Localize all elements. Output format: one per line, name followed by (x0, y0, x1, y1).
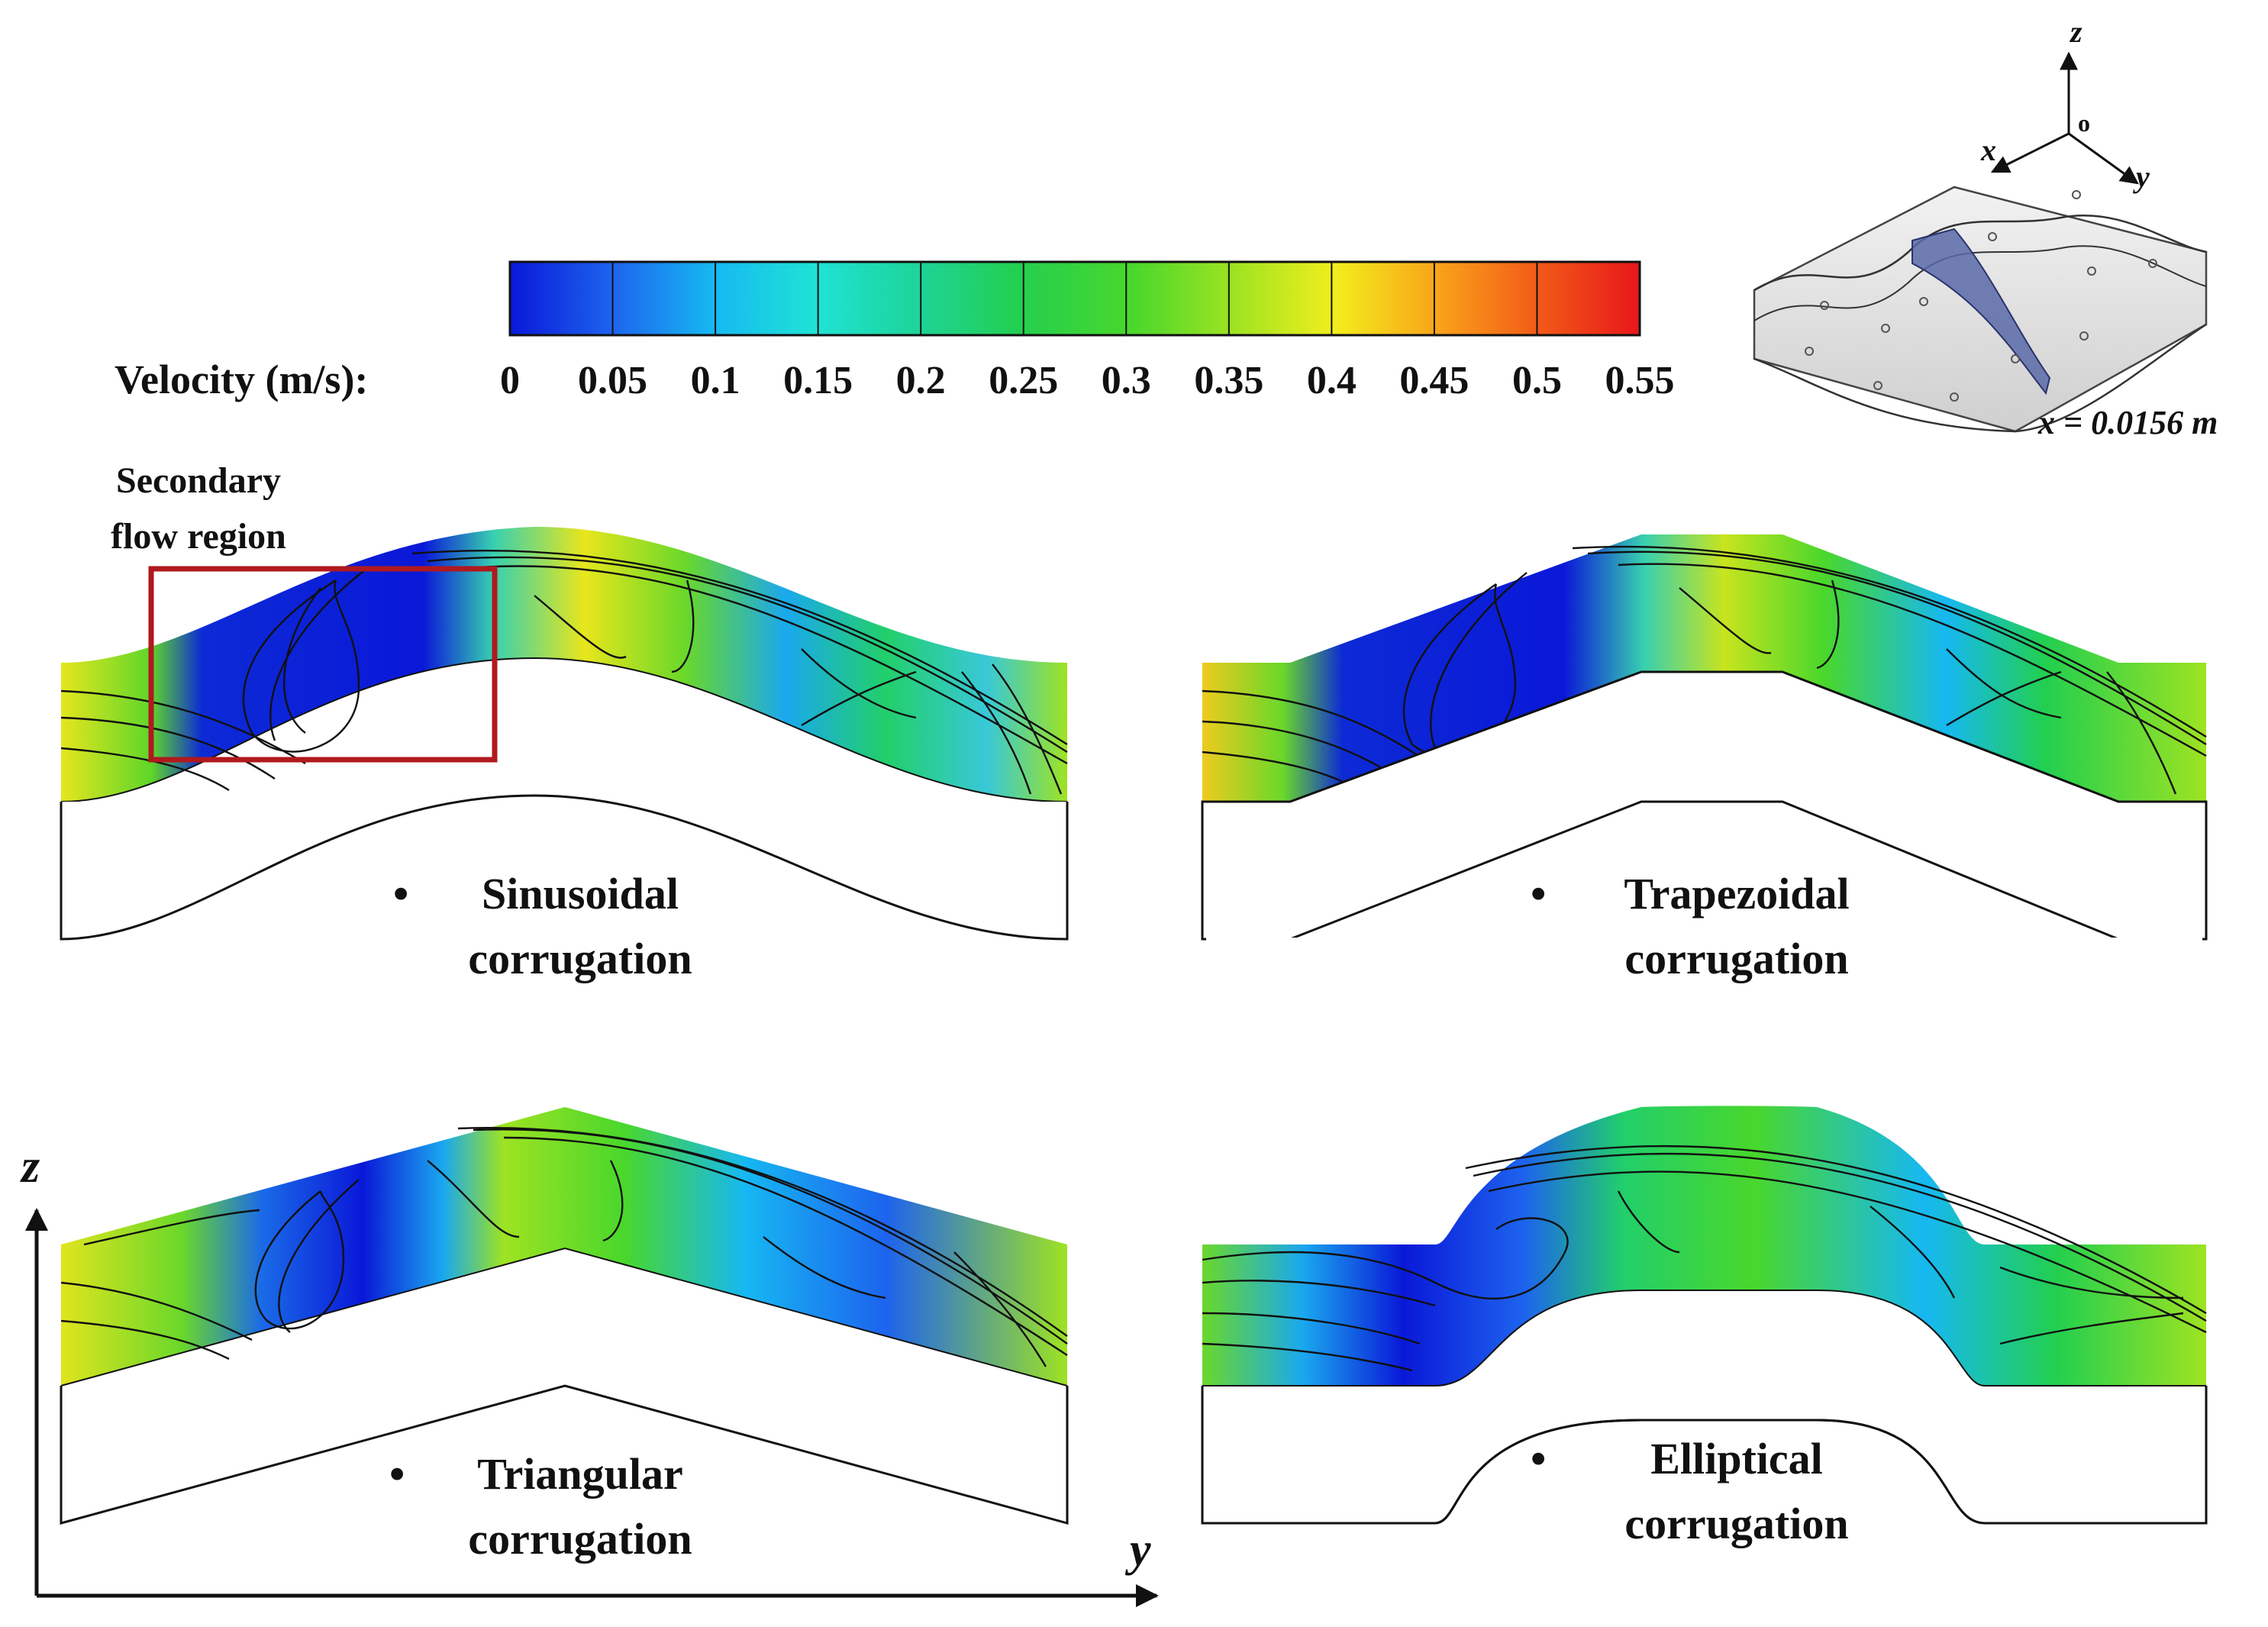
sinusoidal-label-line2: corrugation (468, 934, 692, 983)
trapezoidal-field-edge (1202, 671, 2206, 802)
colorbar-tick-label: 0.55 (1605, 359, 1675, 402)
sinusoidal-streamlines (60, 550, 1068, 795)
panel-trapezoidal: • Trapezoidal corrugation (1201, 534, 2208, 983)
panel-elliptical: • Elliptical corrugation (1201, 1106, 2208, 1548)
sinusoidal-label-line1: Sinusoidal (482, 869, 679, 918)
colorbar: Velocity (m/s): 0 0.05 0.1 0.15 0.2 0.25 0.3 0.… (115, 260, 1675, 402)
trapezoidal-streamlines (1202, 545, 2207, 796)
elliptical-wall-edge (1202, 1419, 2206, 1525)
triangular-wall (60, 1384, 1069, 1525)
sinusoidal-field-lower-edge (60, 657, 1068, 802)
trapezoidal-label-line2: corrugation (1624, 934, 1848, 983)
colorbar-tick-label: 0.15 (783, 359, 853, 402)
y-axis-label: y (1124, 1524, 1151, 1576)
colorbar-tick-label: 0.35 (1194, 359, 1263, 402)
inset-geometry: z x y o x = 0.0156 m (1753, 15, 2218, 441)
z-axis-label: z (20, 1141, 40, 1193)
triangular-label-line1: Triangular (477, 1449, 683, 1499)
elliptical-flow-field (1202, 1106, 2206, 1386)
trapezoidal-label-line1: Trapezoidal (1624, 869, 1849, 918)
colorbar-tick-label: 0.1 (691, 359, 740, 402)
inset-x-axis (1990, 132, 2070, 173)
colorbar-tick-label: 0.25 (989, 359, 1058, 402)
colorbar-label: Velocity (m/s): (115, 357, 368, 402)
inset-y-label: y (2133, 160, 2150, 194)
trapezoidal-flow-field (1202, 534, 2206, 802)
panel-triangular: • Triangular corrugation (60, 1107, 1069, 1564)
inset-dimples (1805, 190, 2157, 402)
triangular-flow-field (61, 1107, 1067, 1386)
inset-top-wave (1753, 214, 2207, 292)
inset-origin-label: o (2078, 109, 2090, 137)
trapezoidal-wall-mask (1206, 938, 2202, 945)
inset-z-label: z (2069, 15, 2082, 49)
elliptical-wall-mask (1206, 1522, 2202, 1528)
triangular-bullet: • (389, 1449, 405, 1499)
elliptical-label-line1: Elliptical (1650, 1434, 1823, 1483)
elliptical-streamlines (1202, 1144, 2207, 1372)
inset-y-axis (2068, 132, 2139, 185)
colorbar-dividers (611, 262, 1538, 335)
triangular-field-edge (60, 1247, 1068, 1387)
colorbar-tick-label: 0.5 (1512, 359, 1562, 402)
inset-x-label: x (1980, 133, 1996, 167)
colorbar-tick-label: 0 (500, 359, 520, 402)
triangular-label-line2: corrugation (468, 1514, 692, 1564)
inset-plane-label: x = 0.0156 m (2037, 404, 2218, 441)
sinusoidal-bullet: • (393, 869, 408, 918)
secondary-flow-label-line1: Secondary (116, 460, 281, 501)
secondary-flow-highlight-box (148, 566, 498, 763)
colorbar-tick-label: 0.05 (578, 359, 647, 402)
secondary-flow-label-line2: flow region (111, 516, 286, 557)
elliptical-field-edge (1202, 1290, 2206, 1387)
colorbar-tick-label: 0.45 (1399, 359, 1469, 402)
colorbar-ticks: 0 0.05 0.1 0.15 0.2 0.25 0.3 0.35 0.4 0.45 0.5 0.55 (500, 359, 1675, 402)
elliptical-bullet: • (1531, 1434, 1546, 1483)
triangular-streamlines (60, 1127, 1068, 1367)
colorbar-tick-label: 0.4 (1307, 359, 1357, 402)
trapezoidal-bullet: • (1531, 869, 1546, 918)
colorbar-tick-label: 0.3 (1102, 359, 1151, 402)
colorbar-bar (508, 260, 1641, 337)
colorbar-tick-label: 0.2 (896, 359, 946, 402)
sinusoidal-wall (60, 794, 1069, 941)
inset-slice-plane (1912, 228, 2051, 395)
elliptical-label-line2: corrugation (1624, 1499, 1848, 1548)
panel-sinusoidal: Secondary flow region • Sinusoidal corru… (60, 460, 1069, 983)
inset-bottom-wave (1753, 323, 2207, 433)
